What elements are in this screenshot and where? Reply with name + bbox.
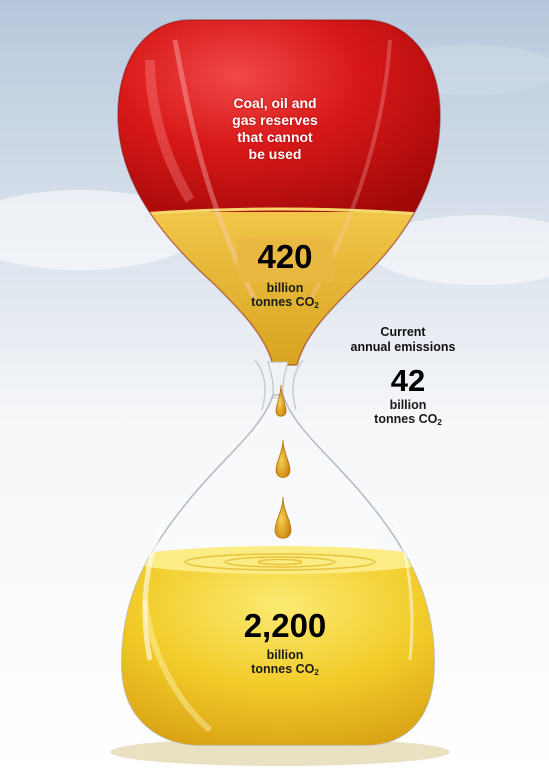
emitted-unit-line-1: billion — [266, 648, 304, 662]
budget-unit-line-1: billion — [266, 281, 304, 295]
emitted-unit-subscript: 2 — [314, 668, 319, 678]
emissions-unit: billion tonnes CO2 — [348, 398, 468, 428]
emissions-unit-line-2: tonnes CO2 — [348, 412, 468, 427]
reserves-label: Coal, oil and gas reserves that cannot b… — [205, 95, 345, 163]
emissions-title: Current annual emissions — [338, 325, 468, 355]
budget-value: 420 — [257, 238, 313, 275]
reserves-line-4: be used — [248, 146, 302, 162]
emitted-value: 2,200 — [243, 607, 327, 644]
budget-unit-line-2: tonnes CO2 — [228, 295, 342, 310]
reserves-line-2: gas reserves — [232, 112, 318, 128]
emissions-value: 42 — [390, 363, 426, 398]
emissions-title-line-2: annual emissions — [350, 340, 456, 354]
emissions-unit-line-1: billion — [389, 398, 427, 412]
budget-value-background — [237, 238, 333, 282]
budget-unit-subscript: 2 — [314, 301, 319, 311]
emitted-unit-line-2: tonnes CO2 — [210, 662, 360, 677]
emitted-unit-text: tonnes CO — [251, 662, 315, 677]
emissions-title-line-1: Current — [380, 325, 426, 339]
budget-unit: billion tonnes CO2 — [228, 281, 342, 311]
reserves-line-3: that cannot — [237, 129, 313, 145]
falling-drops — [274, 384, 292, 539]
emissions-unit-subscript: 2 — [437, 418, 442, 428]
reserves-line-1: Coal, oil and — [233, 95, 317, 111]
emissions-unit-text: tonnes CO — [374, 412, 438, 427]
emitted-unit: billion tonnes CO2 — [210, 648, 360, 678]
budget-unit-text: tonnes CO — [251, 295, 315, 310]
